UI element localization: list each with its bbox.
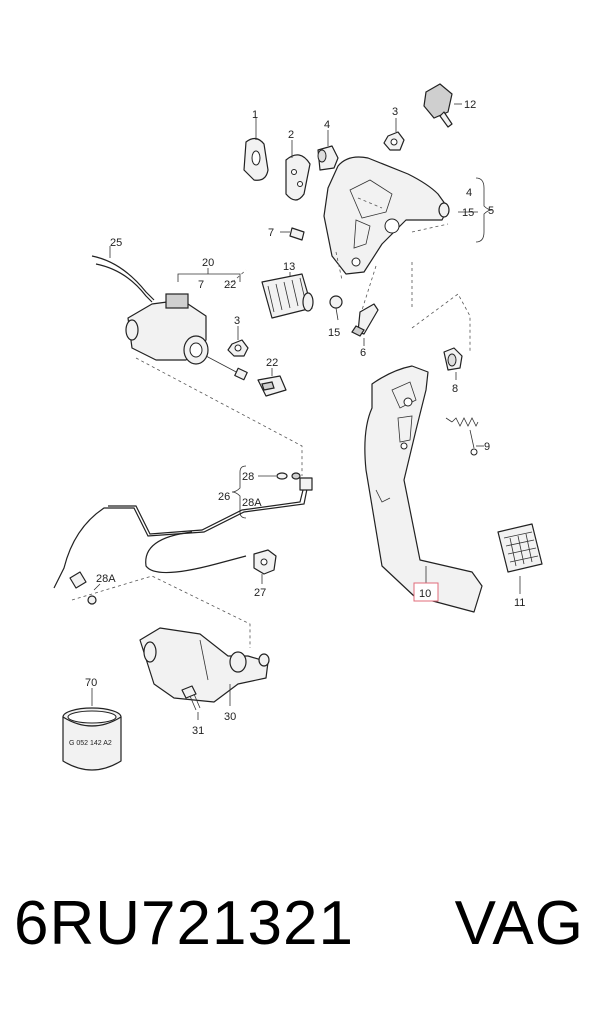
callout-3-lower: 3 bbox=[234, 315, 240, 327]
callout-2: 2 bbox=[288, 129, 294, 141]
callout-7-top: 7 bbox=[268, 227, 274, 239]
part-nut-3-lower[interactable] bbox=[227, 339, 249, 357]
callout-1: 1 bbox=[252, 109, 258, 121]
callout-3-top: 3 bbox=[392, 106, 398, 118]
part-screw-15[interactable] bbox=[329, 295, 343, 321]
footer-caption: 6RU721321 VAG bbox=[0, 888, 600, 988]
ring-marking: G 052 142 A2 bbox=[69, 740, 112, 747]
part-pin-7[interactable] bbox=[289, 227, 305, 241]
callout-70: 70 bbox=[85, 677, 97, 689]
callout-22-group: 22 bbox=[224, 279, 236, 291]
callout-28: 28 bbox=[242, 471, 254, 483]
pedal-bracket[interactable] bbox=[323, 156, 450, 275]
callout-25: 25 bbox=[110, 237, 122, 249]
callout-30: 30 bbox=[224, 711, 236, 723]
part-number-text: 6RU721321 bbox=[14, 889, 354, 958]
callout-28A-left: 28A bbox=[96, 573, 116, 585]
callout-27: 27 bbox=[254, 587, 266, 599]
callout-5: 5 bbox=[488, 205, 494, 217]
highlight-box-10 bbox=[413, 582, 439, 602]
part-master-cylinder[interactable] bbox=[125, 293, 248, 381]
callout-20: 20 bbox=[202, 257, 214, 269]
part-clip-1[interactable] bbox=[243, 137, 269, 181]
callout-26: 26 bbox=[218, 491, 230, 503]
part-pedal-pad-11[interactable] bbox=[497, 523, 543, 573]
part-spring-9[interactable] bbox=[445, 417, 479, 456]
callout-12: 12 bbox=[464, 99, 476, 111]
callout-9: 9 bbox=[484, 441, 490, 453]
part-seal-28A[interactable] bbox=[87, 595, 97, 605]
part-bush-8[interactable] bbox=[443, 347, 463, 371]
callout-15-lower: 15 bbox=[328, 327, 340, 339]
callout-4-right: 4 bbox=[466, 187, 472, 199]
part-seal-28[interactable] bbox=[276, 472, 301, 480]
callout-31: 31 bbox=[192, 725, 204, 737]
part-slave-cylinder-30[interactable] bbox=[139, 627, 270, 703]
callout-7-group: 7 bbox=[198, 279, 204, 291]
callout-6: 6 bbox=[360, 347, 366, 359]
part-sensor-12[interactable] bbox=[423, 83, 453, 128]
part-hydraulic-pipe[interactable] bbox=[53, 477, 313, 589]
part-bolt-31[interactable] bbox=[181, 685, 201, 711]
callout-11: 11 bbox=[514, 597, 525, 609]
part-ring-70[interactable]: G 052 142 A2 bbox=[62, 707, 122, 771]
part-switch-6[interactable] bbox=[351, 303, 379, 337]
part-clip-22[interactable] bbox=[257, 375, 287, 397]
part-nut-3-top[interactable] bbox=[383, 131, 405, 151]
part-clip-27[interactable] bbox=[253, 549, 277, 575]
part-pedal-10[interactable] bbox=[364, 365, 483, 613]
callout-28A: 28A bbox=[242, 497, 262, 509]
callout-8: 8 bbox=[452, 383, 458, 395]
part-hose-25[interactable] bbox=[91, 255, 155, 301]
part-plate-2[interactable] bbox=[285, 154, 311, 201]
callout-15-right: 15 bbox=[462, 207, 474, 219]
callout-22: 22 bbox=[266, 357, 278, 369]
part-spring-13[interactable] bbox=[261, 273, 314, 319]
callout-13: 13 bbox=[283, 261, 295, 273]
callout-4-top: 4 bbox=[324, 119, 330, 131]
callout-10: 10 bbox=[419, 588, 431, 600]
brand-text: VAG bbox=[454, 889, 584, 958]
part-bushing-4[interactable] bbox=[317, 145, 339, 171]
